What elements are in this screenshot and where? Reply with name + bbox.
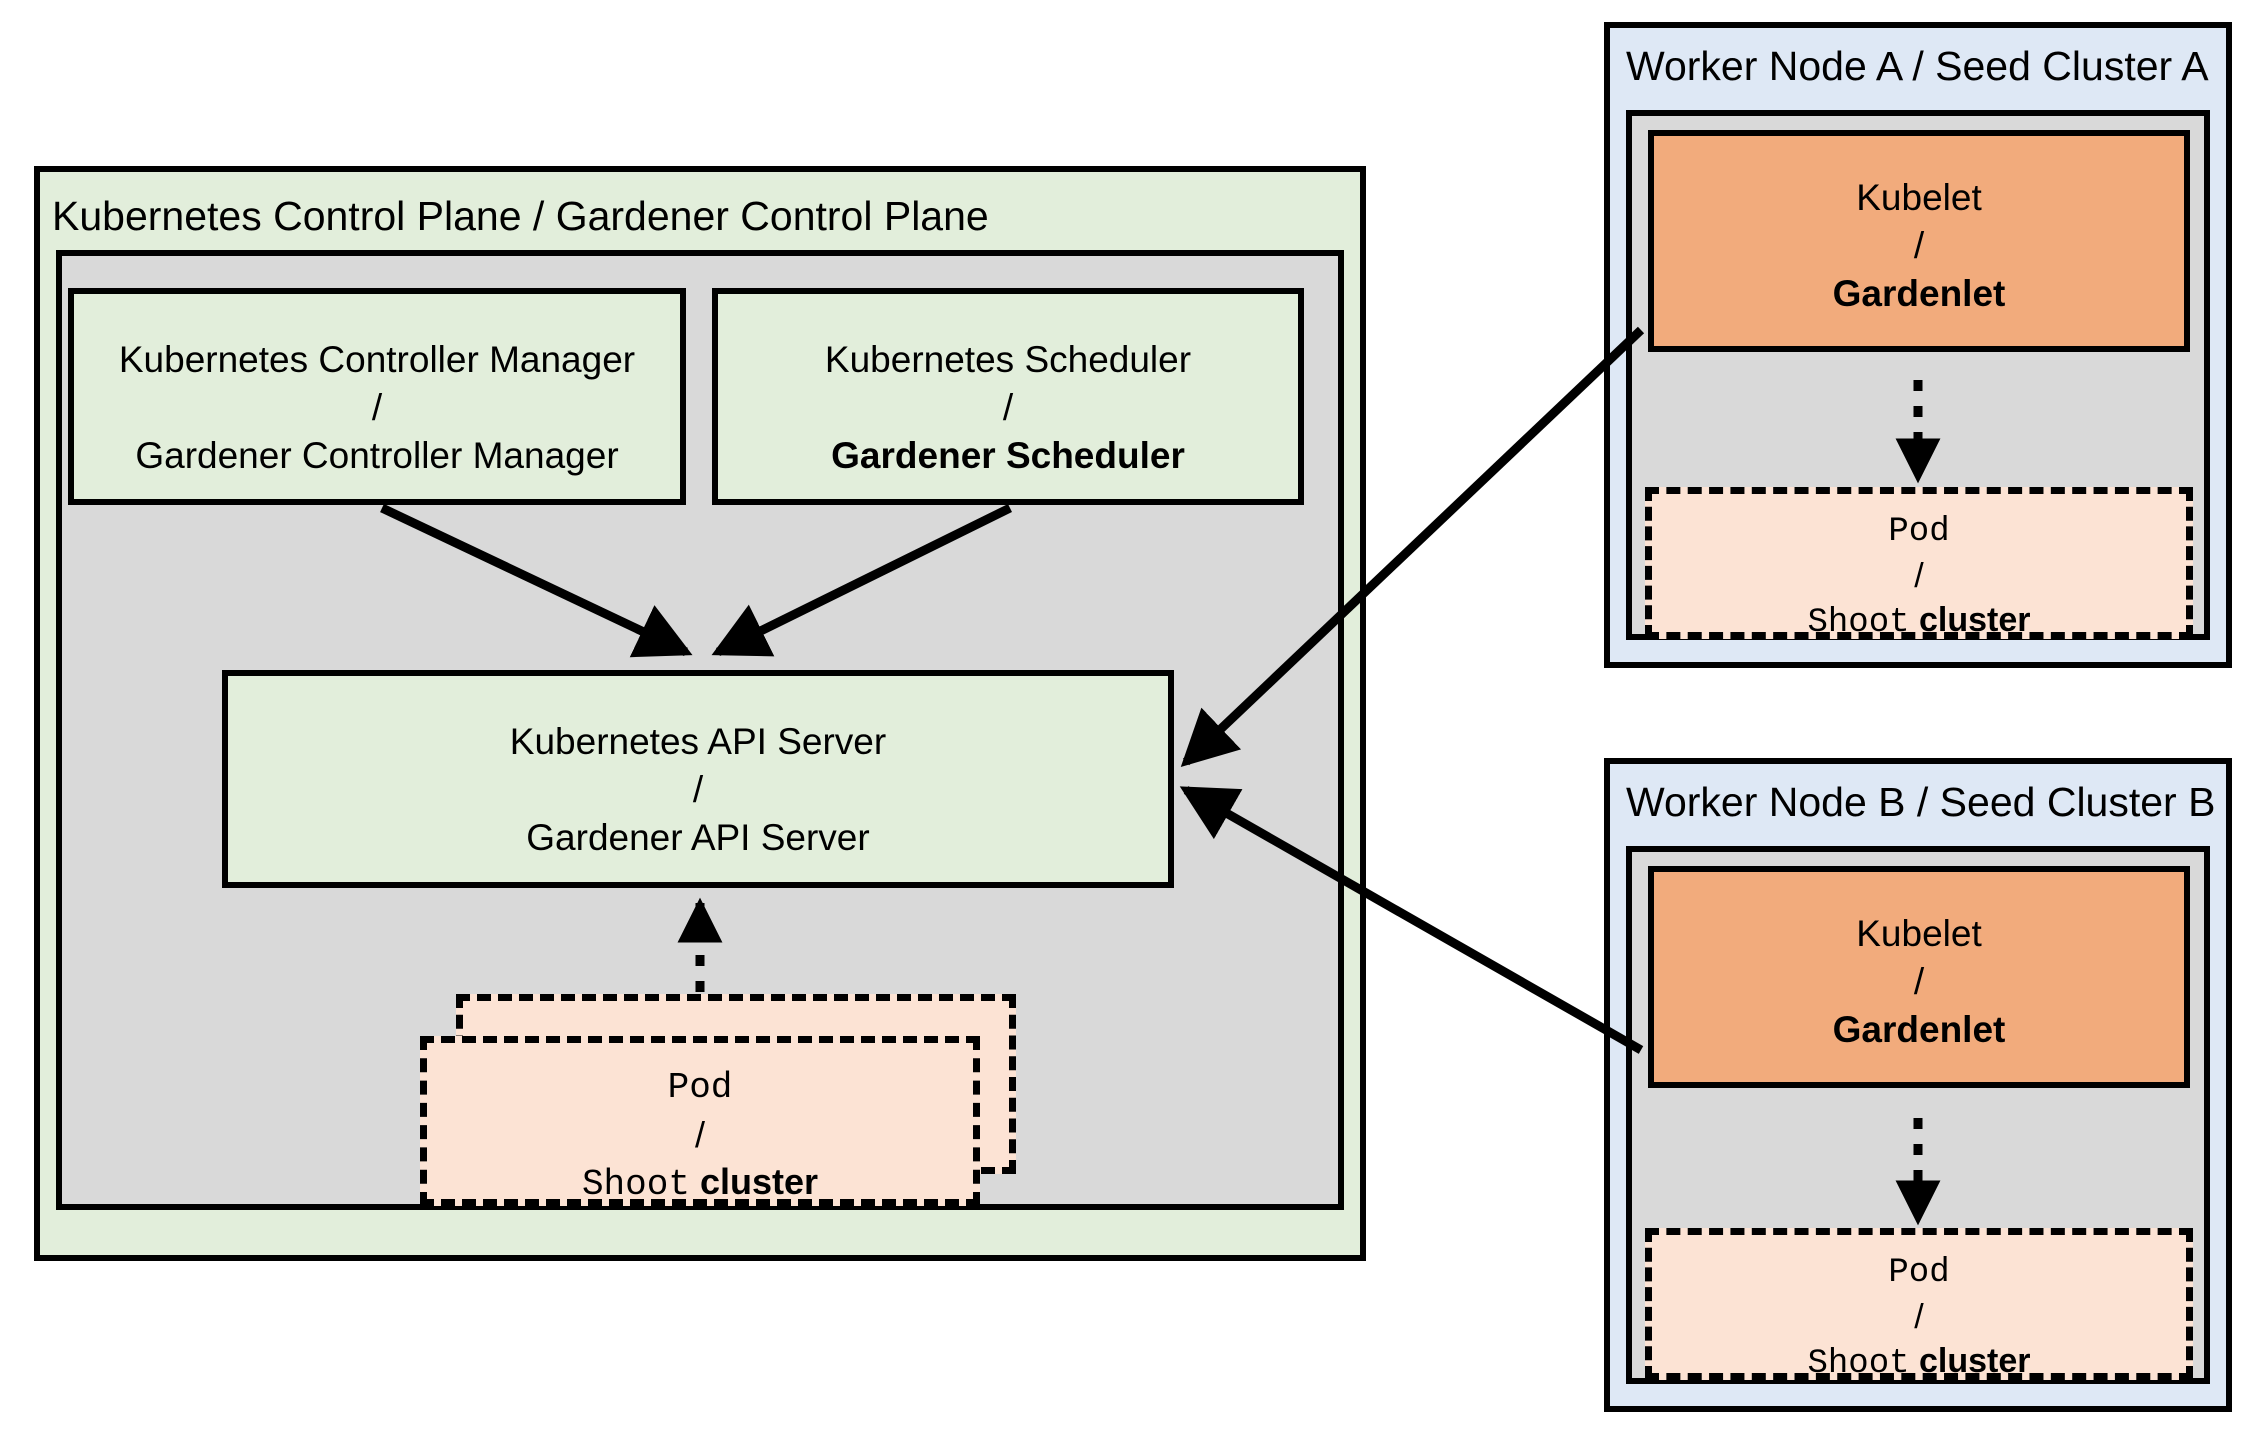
kubernetes-api-server-box[interactable]: Kubernetes API Server / Gardener API Ser… (222, 670, 1174, 888)
worker-node-b-kubelet-line1: Kubelet (1856, 913, 1982, 954)
worker-node-b-kubelet-line2: Gardenlet (1832, 1009, 2006, 1051)
control-plane-pod-box[interactable]: Pod / Shoot cluster (420, 1036, 980, 1206)
worker-node-a-title: Worker Node A / Seed Cluster A (1626, 43, 2209, 89)
worker-node-a-kubelet-line1: Kubelet (1856, 177, 1982, 218)
worker-node-a-pod-separator: / (1914, 557, 1924, 596)
kubernetes-scheduler-box[interactable]: Kubernetes Scheduler / Gardener Schedule… (712, 288, 1304, 505)
scheduler-line2: Gardener Scheduler (831, 435, 1185, 477)
control-plane-pod-separator: / (694, 1113, 705, 1155)
controller-manager-line2: Gardener Controller Manager (135, 435, 619, 477)
api-server-separator: / (692, 769, 704, 811)
api-server-line2: Gardener API Server (526, 817, 870, 859)
api-server-line1: Kubernetes API Server (509, 721, 887, 762)
scheduler-line1: Kubernetes Scheduler (824, 339, 1192, 380)
worker-node-b-pod-separator: / (1914, 1298, 1924, 1337)
control-plane-pod-line2-bold: cluster (699, 1160, 819, 1202)
worker-node-b-kubelet-separator: / (1913, 961, 1925, 1003)
controller-manager-line1: Kubernetes Controller Manager (118, 339, 636, 380)
worker-node-a-kubelet-line2: Gardenlet (1832, 273, 2006, 315)
worker-node-a-pod-line2-mono: Shoot (1807, 604, 1910, 643)
control-plane-pod-line1: Pod (667, 1067, 733, 1108)
control-plane-title: Kubernetes Control Plane / Gardener Cont… (52, 193, 989, 239)
worker-node-b-pod-line1: Pod (1888, 1254, 1950, 1292)
worker-node-b-pod-line2-mono: Shoot (1807, 1345, 1910, 1384)
worker-node-b-pod-line2: Shoot cluster (1652, 1339, 2186, 1386)
control-plane-pod-line2-mono: Shoot (581, 1163, 690, 1205)
control-plane-pod-line2: Shoot cluster (427, 1159, 973, 1209)
worker-node-b-pod-box[interactable]: Pod / Shoot cluster (1645, 1228, 2193, 1383)
worker-node-a-pod-line2-bold: cluster (1918, 601, 2031, 640)
worker-node-b-kubelet-box[interactable]: Kubelet / Gardenlet (1648, 866, 2190, 1088)
worker-node-b-title: Worker Node B / Seed Cluster B (1626, 779, 2216, 825)
worker-node-a-kubelet-separator: / (1913, 225, 1925, 267)
kubernetes-controller-manager-box[interactable]: Kubernetes Controller Manager / Gardener… (68, 288, 686, 505)
worker-node-b-pod-line2-bold: cluster (1918, 1342, 2031, 1381)
worker-node-a-pod-line2: Shoot cluster (1652, 598, 2186, 645)
controller-manager-separator: / (371, 387, 383, 429)
worker-node-a-pod-box[interactable]: Pod / Shoot cluster (1645, 487, 2193, 642)
worker-node-a-kubelet-box[interactable]: Kubelet / Gardenlet (1648, 130, 2190, 352)
scheduler-separator: / (1002, 387, 1014, 429)
worker-node-a-pod-line1: Pod (1888, 513, 1950, 551)
